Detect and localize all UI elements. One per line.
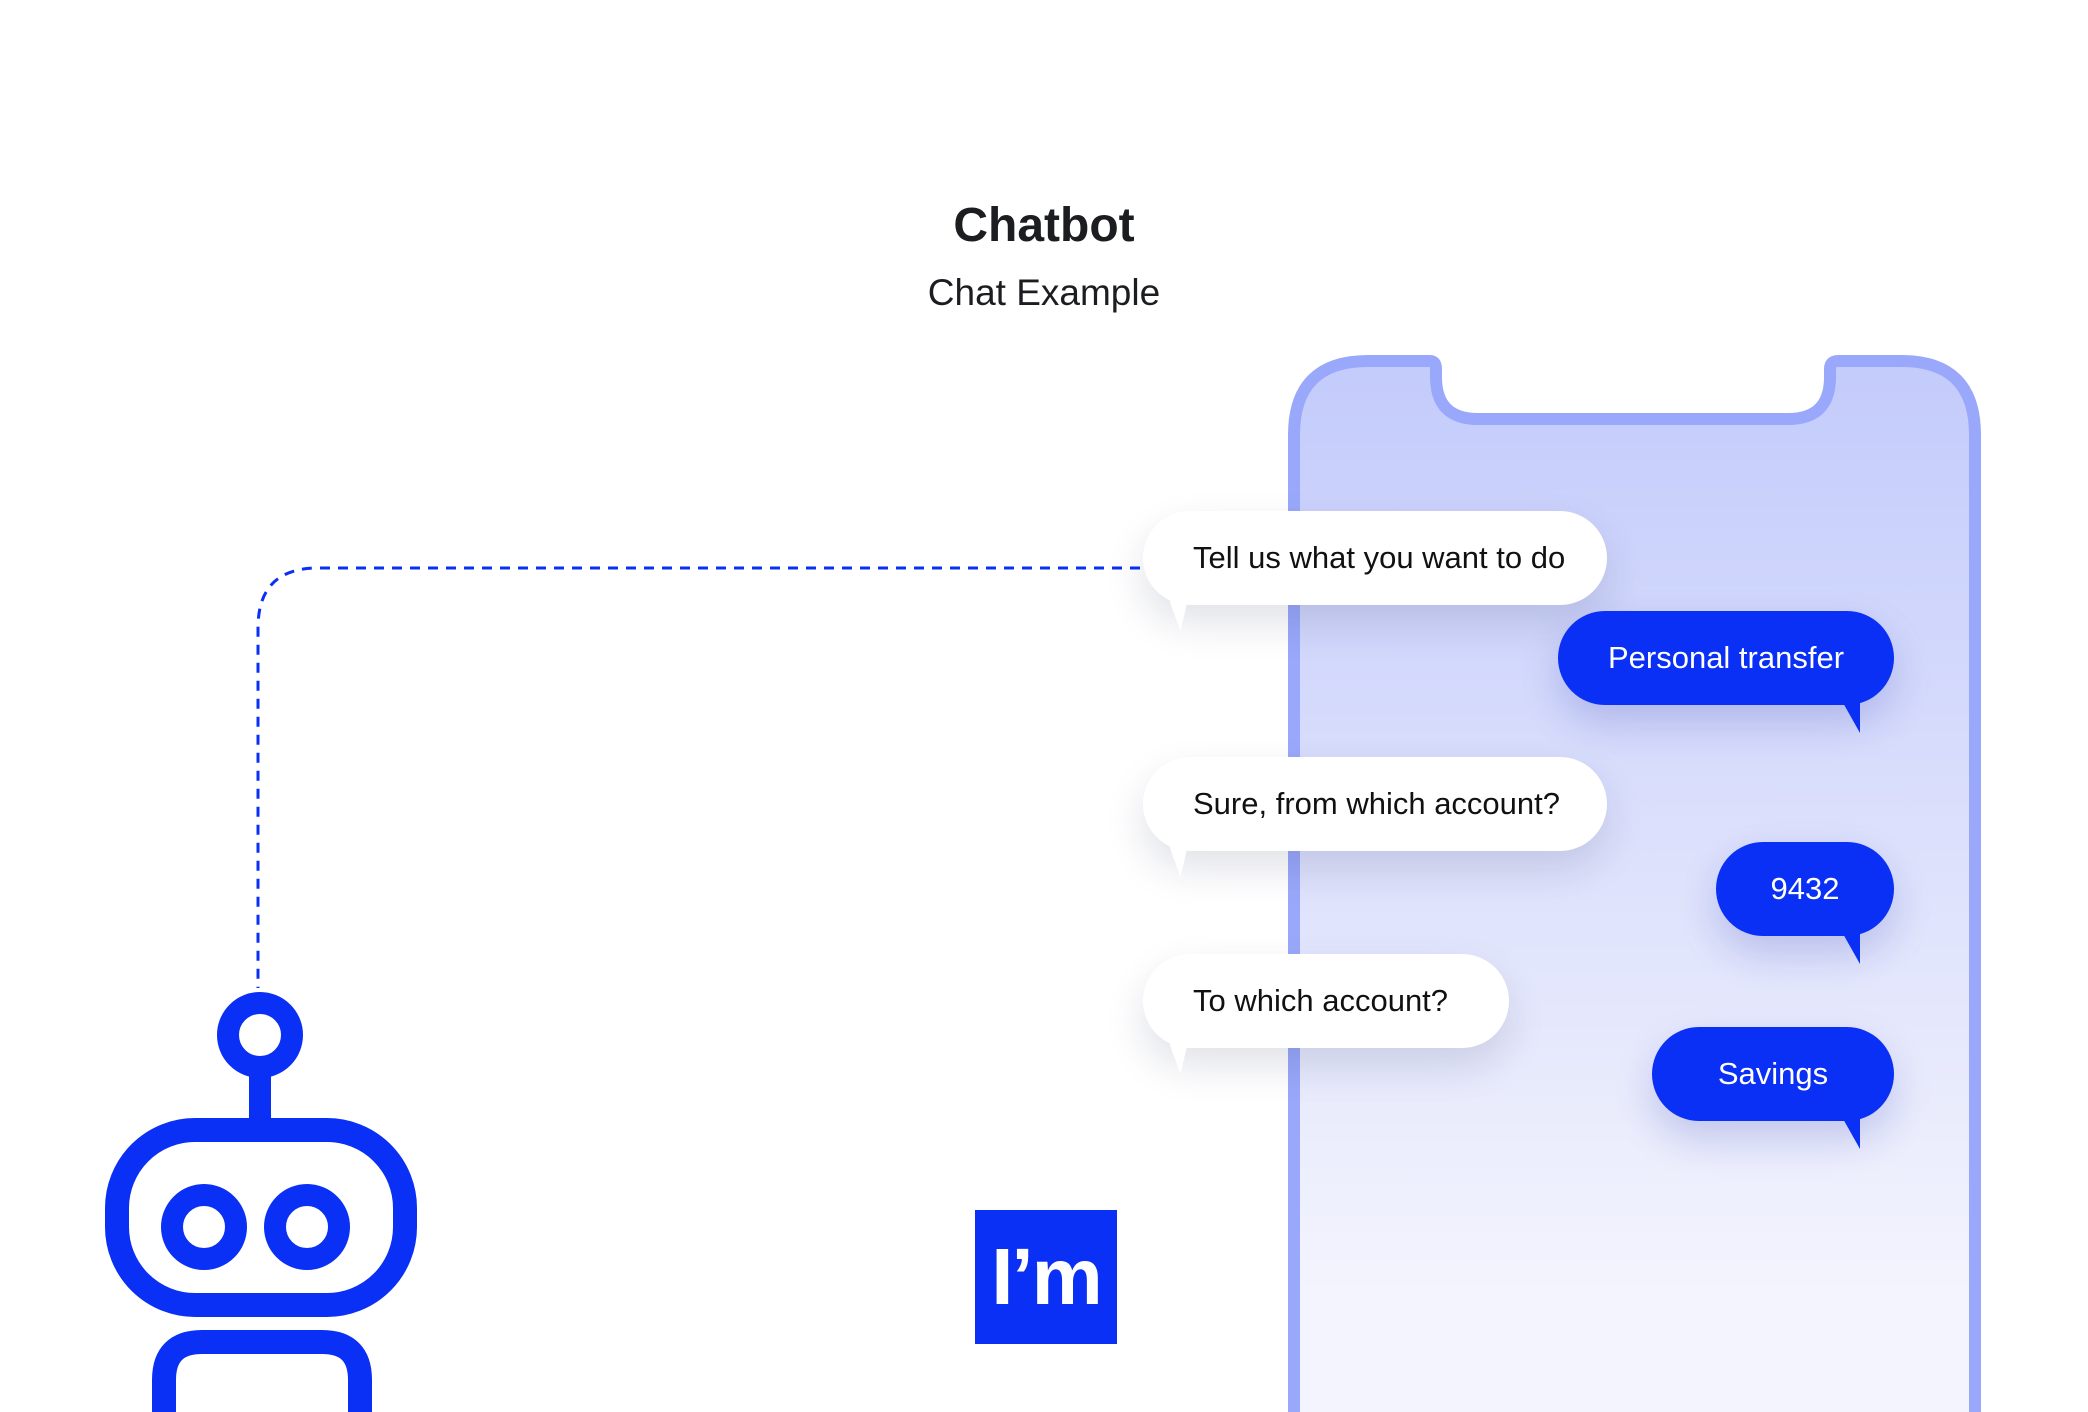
brand-logo: I’m <box>975 1210 1117 1344</box>
user-message-3: Savings <box>1652 1027 1894 1149</box>
bubble-tail <box>1842 701 1860 733</box>
message-text: To which account? <box>1193 983 1449 1018</box>
message-text: Tell us what you want to do <box>1193 540 1566 575</box>
logo-text: I’m <box>991 1232 1103 1321</box>
user-message-2: 9432 <box>1716 842 1894 964</box>
bubble-tail <box>1842 1117 1860 1149</box>
message-text: Savings <box>1717 1056 1829 1091</box>
robot-icon <box>105 992 417 1412</box>
bot-message-3: To which account? <box>1143 954 1509 1074</box>
message-text: Personal transfer <box>1607 640 1845 675</box>
message-text: Sure, from which account? <box>1193 786 1561 821</box>
page-title: Chatbot <box>953 199 1135 252</box>
message-text: 9432 <box>1770 871 1840 906</box>
bubble-tail <box>1842 932 1860 964</box>
bot-message-1: Tell us what you want to do <box>1143 511 1607 631</box>
bot-message-2: Sure, from which account? <box>1143 757 1607 877</box>
user-message-1: Personal transfer <box>1558 611 1894 733</box>
page-subtitle: Chat Example <box>927 272 1161 313</box>
